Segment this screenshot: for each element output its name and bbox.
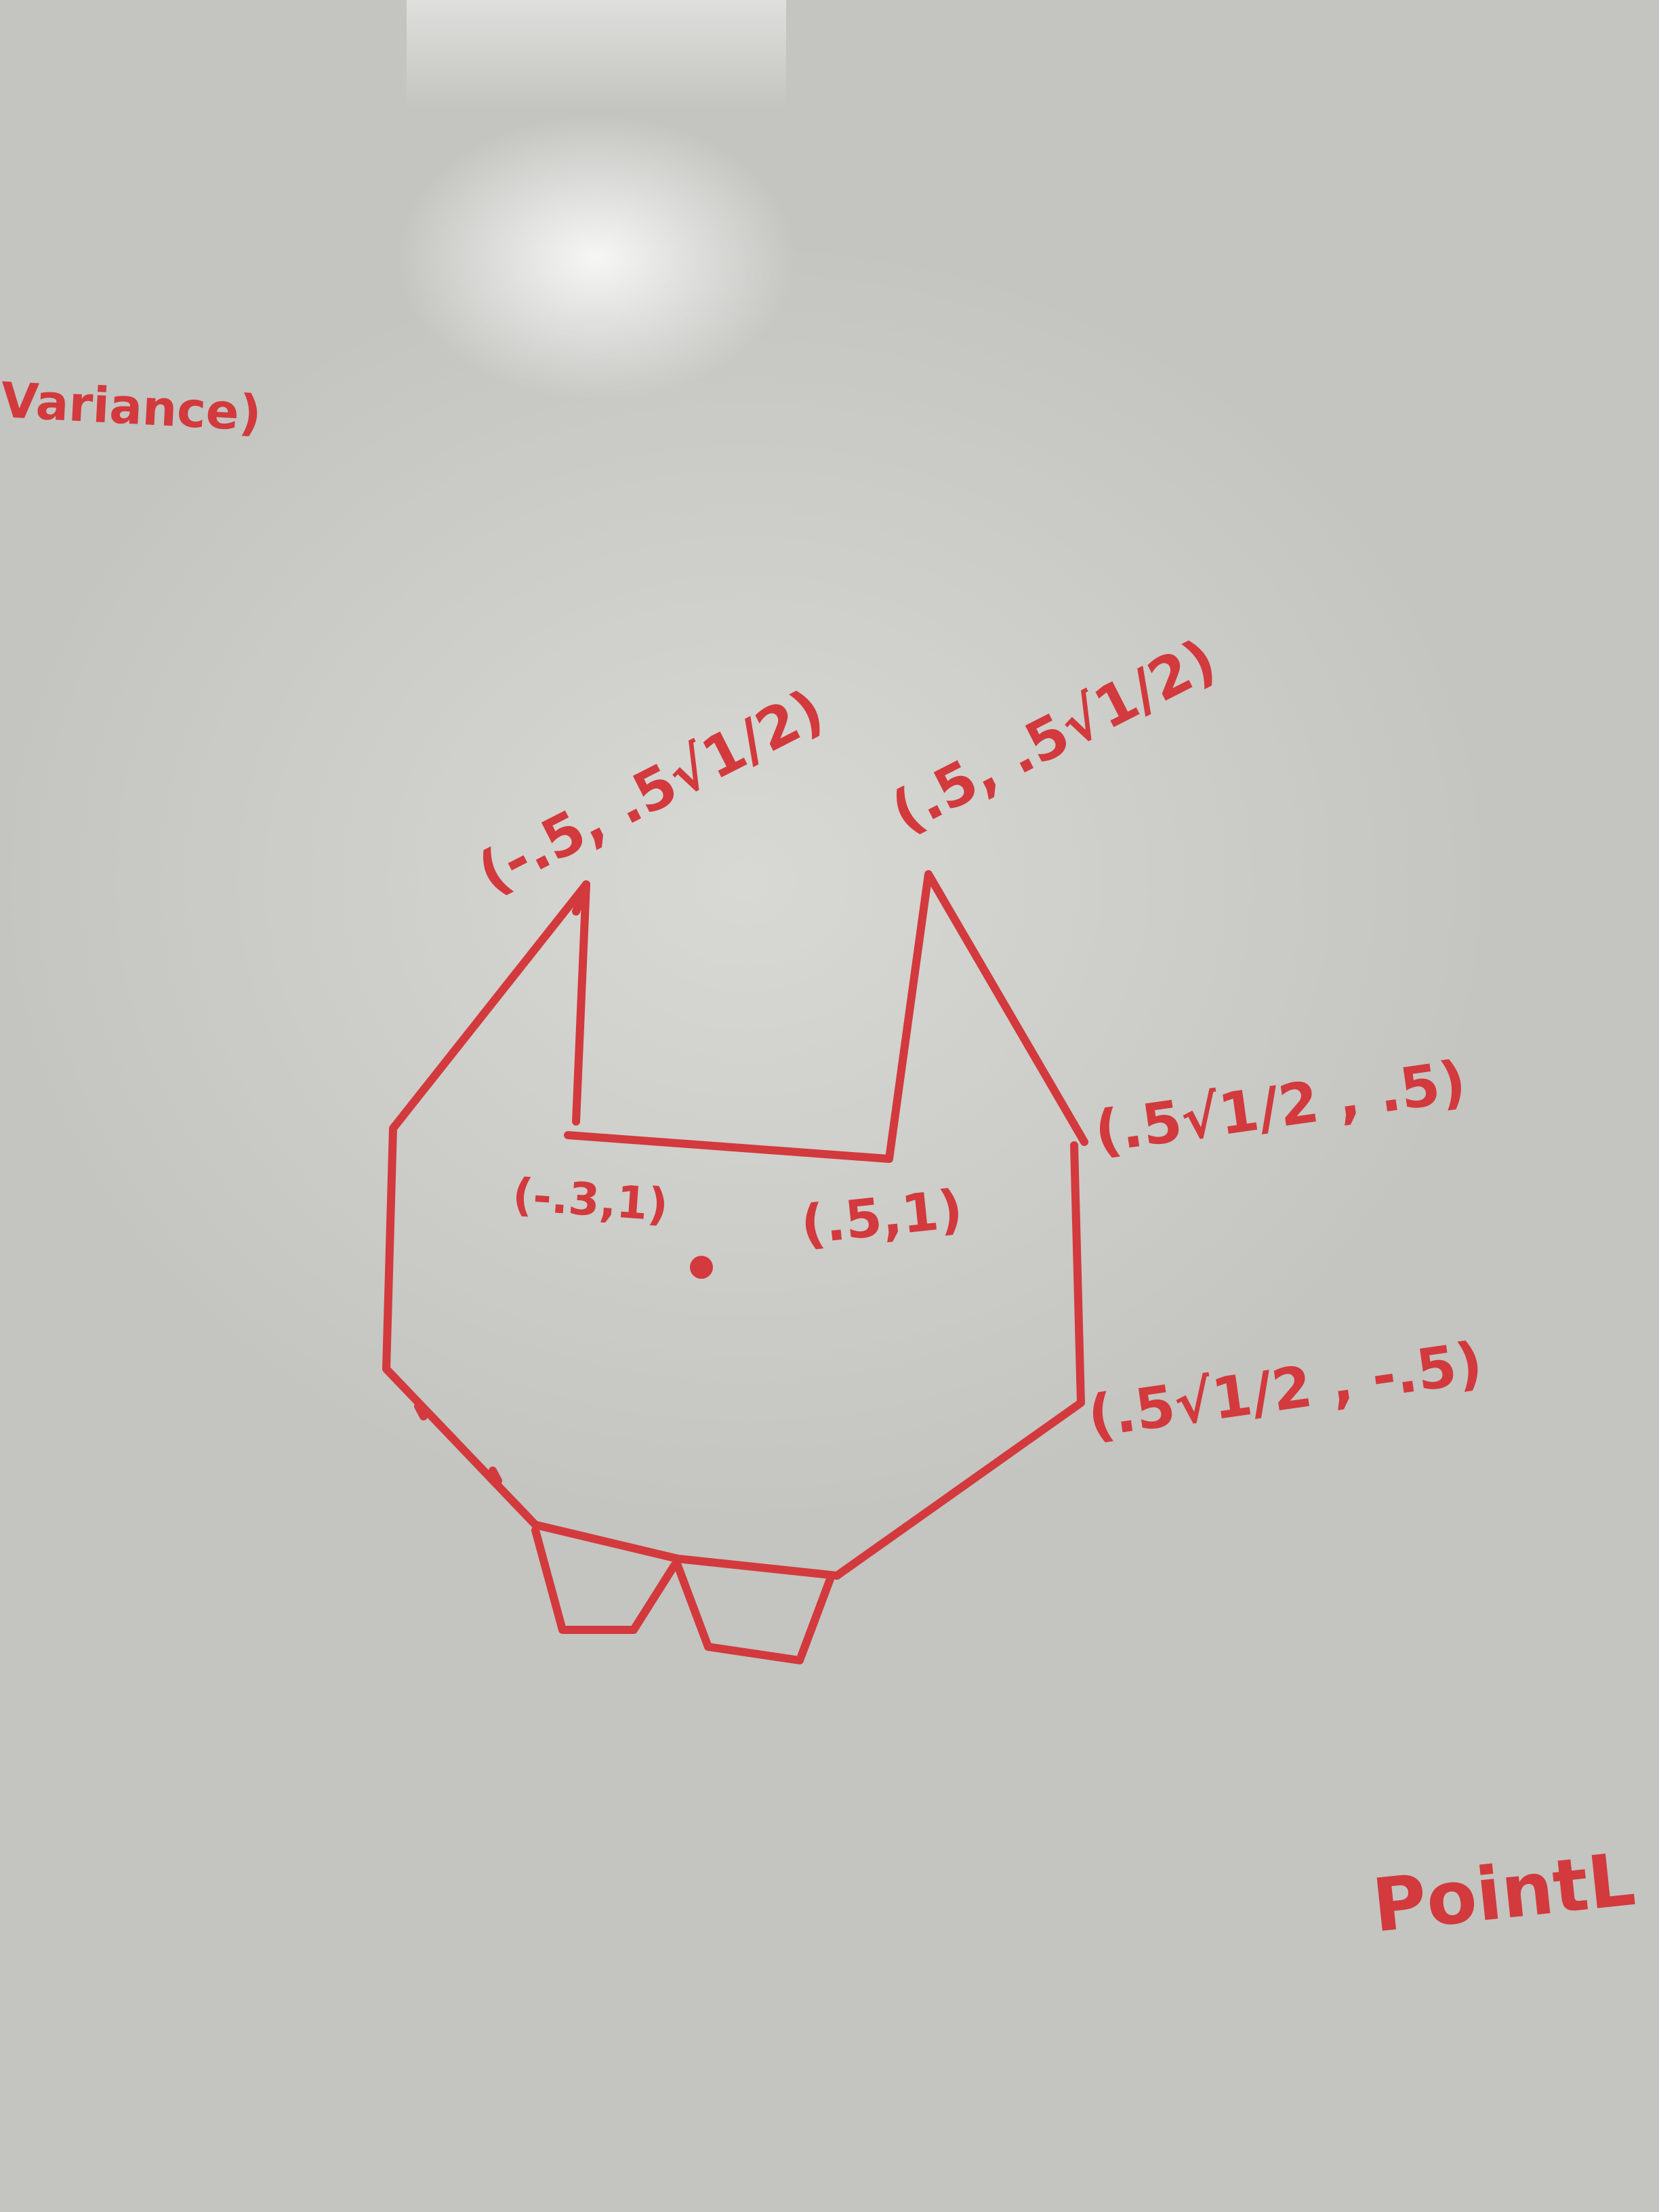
label-inner-right: (.5,1)	[798, 1179, 966, 1256]
light-glare	[407, 0, 786, 108]
label-top-left: (-.5, .5√1/2)	[468, 676, 834, 907]
variance-text: Variance)	[0, 371, 263, 442]
center-dot	[690, 1256, 713, 1279]
point-text: PointL	[1369, 1837, 1639, 1949]
label-inner-left: (-.3,1)	[511, 1168, 670, 1231]
cat-shape	[382, 870, 1088, 1664]
label-top-right: (.5, .5√1/2)	[881, 626, 1227, 845]
right-outline	[833, 1141, 1085, 1580]
right-foot	[674, 1561, 834, 1664]
tick-mark	[414, 1402, 428, 1420]
left-outline	[382, 880, 590, 1529]
left-ear-outline	[572, 880, 590, 1126]
inner-top-line	[564, 1131, 893, 1163]
tick-mark	[489, 1467, 502, 1485]
label-right-lower: (.5√1/2 , -.5)	[1084, 1329, 1486, 1450]
bottom-edge	[531, 1521, 841, 1580]
left-foot	[531, 1526, 678, 1634]
right-ear-outline	[885, 870, 1088, 1163]
label-right-upper: (.5√1/2 , .5)	[1090, 1048, 1470, 1166]
